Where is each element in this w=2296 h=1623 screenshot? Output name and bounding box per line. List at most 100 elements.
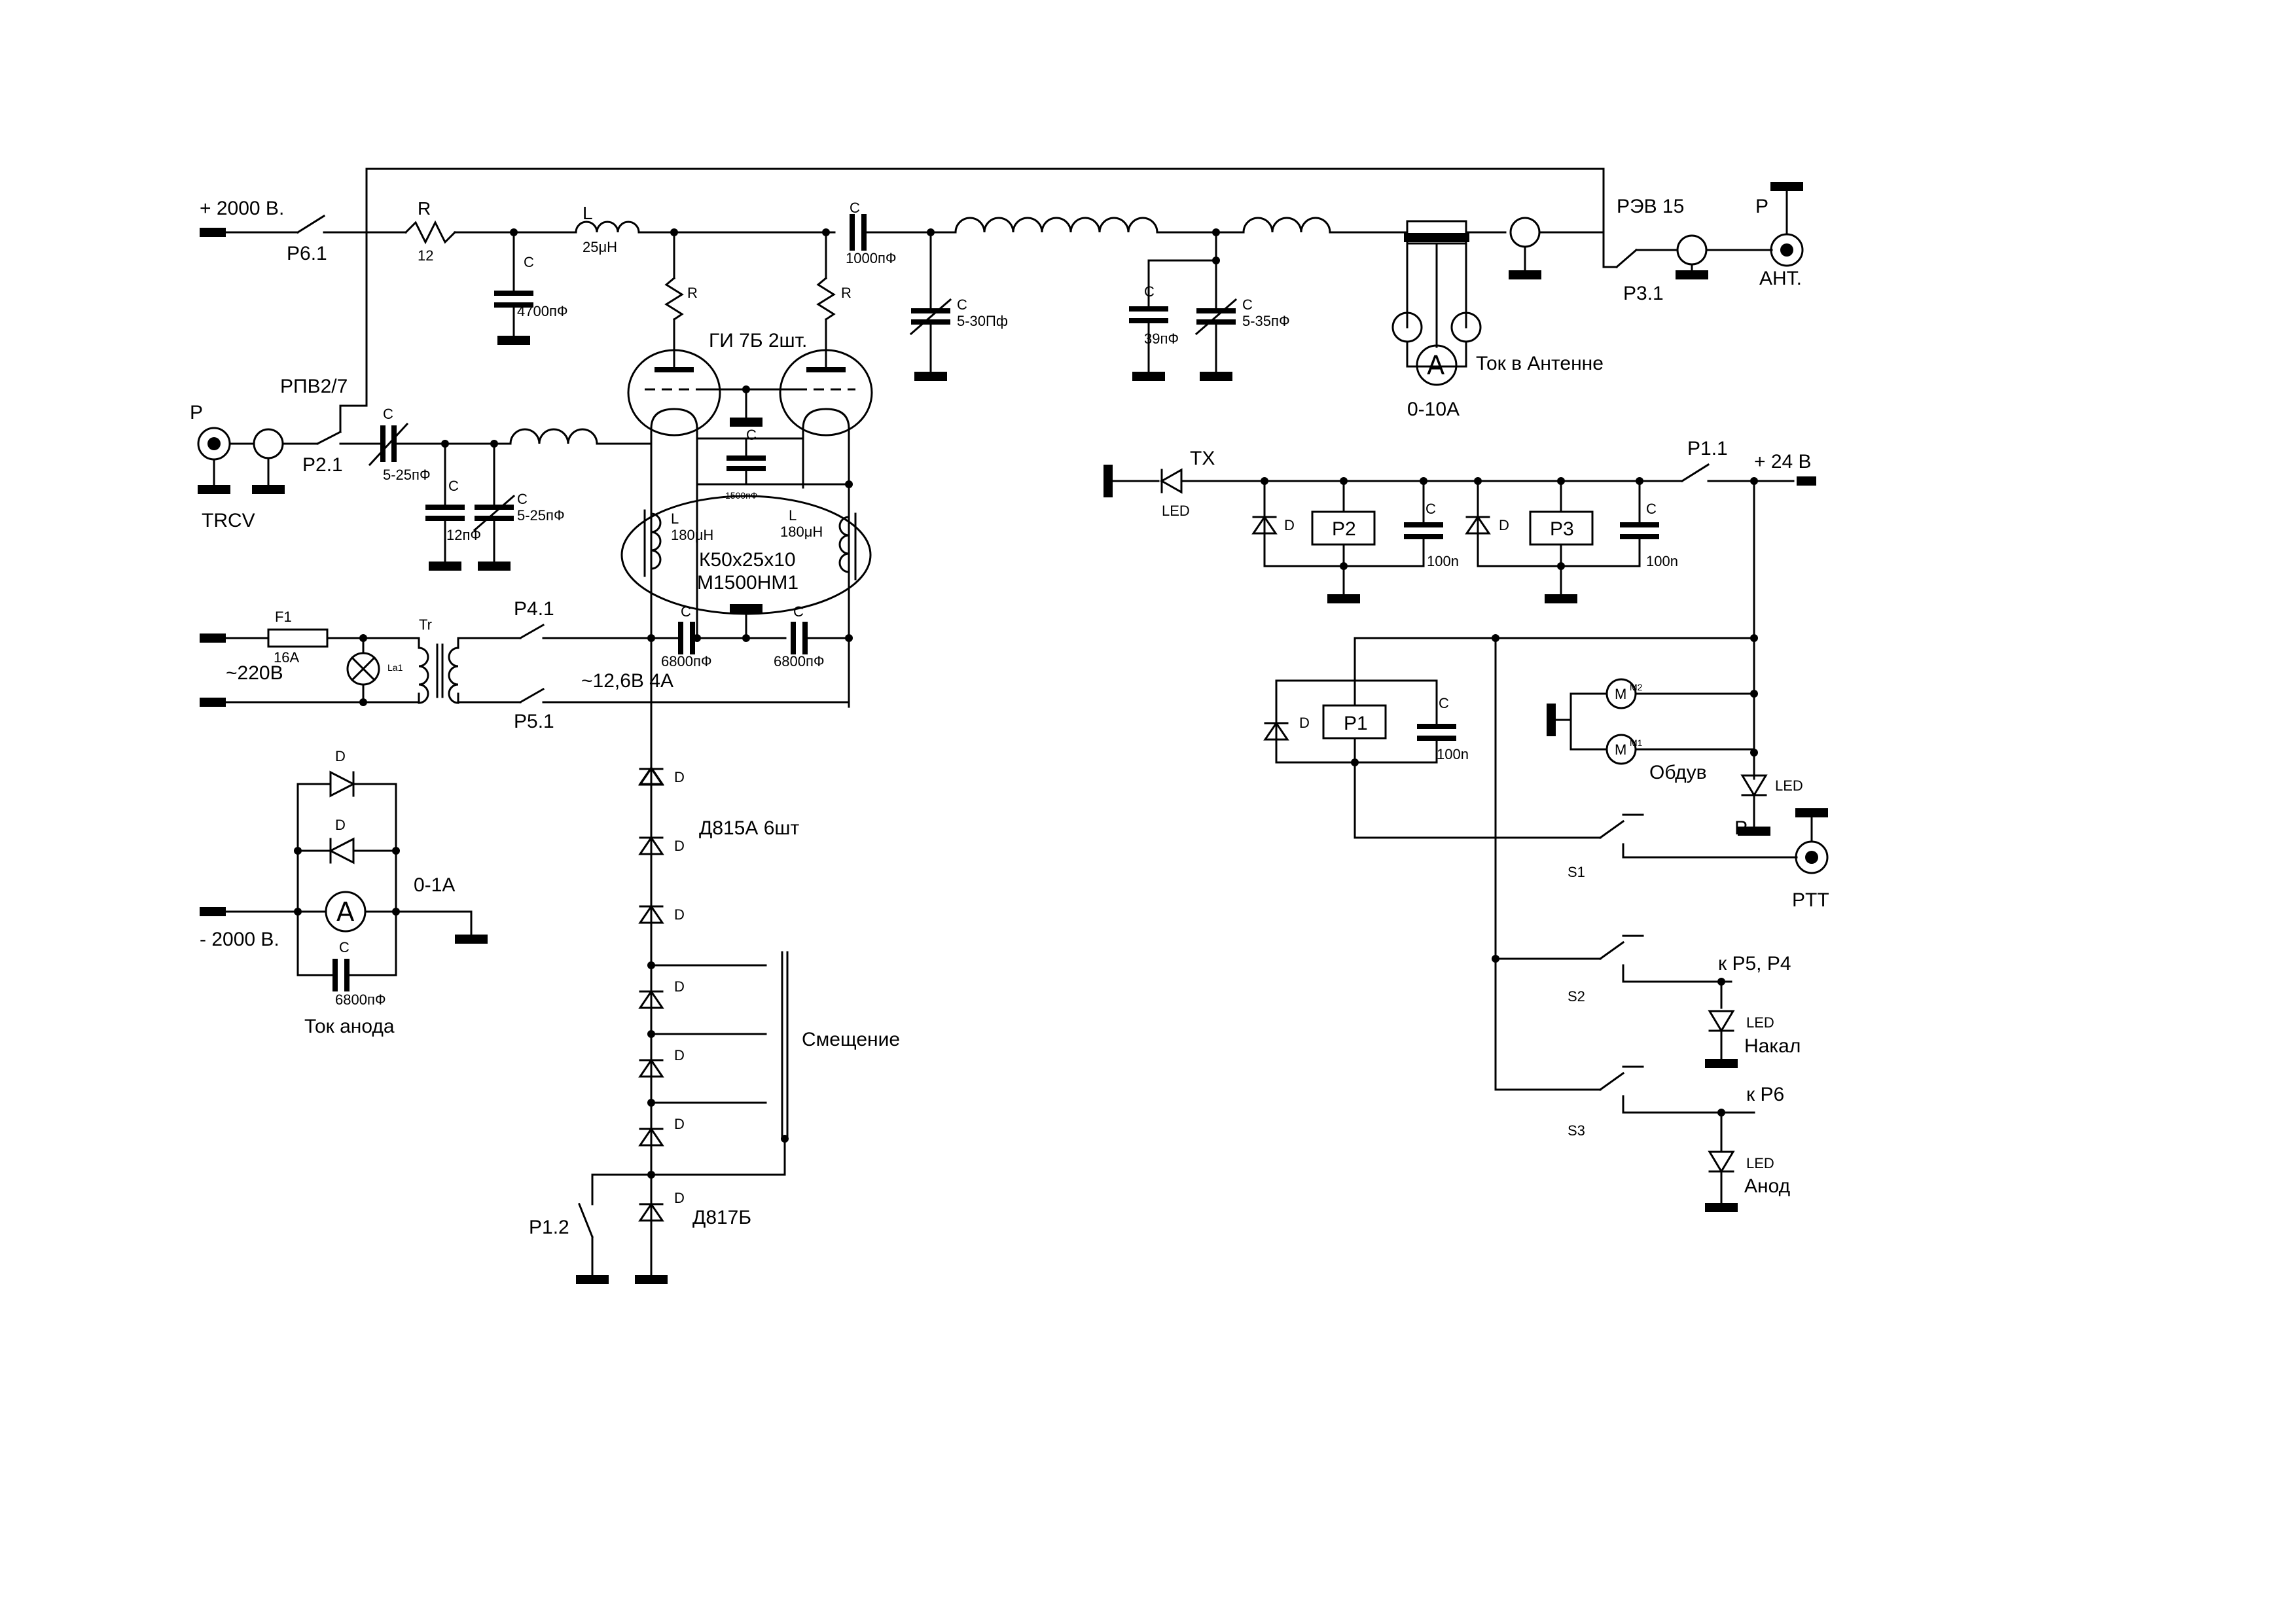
label-plus2000: + 2000 В. [200, 198, 284, 219]
label-p-ant: Р [1755, 196, 1768, 217]
label-bias: Смещение [802, 1029, 900, 1050]
label-c1000-t: С [850, 200, 860, 216]
label-zd1: D [674, 769, 685, 785]
label-minus2000: - 2000 В. [200, 929, 279, 950]
label-s1: S1 [1568, 864, 1585, 880]
label-c-p3: С [1646, 501, 1657, 517]
label-zd4: D [674, 978, 685, 995]
label-l2-v: 180μН [780, 524, 823, 540]
label-p-trcv: Р [190, 402, 203, 423]
label-led-heater: LED [1746, 1014, 1774, 1031]
ammeter-a-icon: A [1427, 351, 1445, 381]
label-led-anode: LED [1746, 1155, 1774, 1171]
label-c-p2: С [1426, 501, 1436, 517]
label-s2: S2 [1568, 988, 1585, 1005]
label-zd2: D [674, 838, 685, 854]
input-section [197, 422, 653, 571]
label-zd7: D [674, 1190, 685, 1206]
label-m1: M [1615, 741, 1626, 758]
label-la1: La1 [387, 662, 403, 673]
label-c12-t: С [448, 478, 459, 494]
top-rf-section: A [200, 168, 1804, 433]
label-tube: ГИ 7Б 2шт. [709, 330, 807, 351]
label-m2: M [1615, 686, 1626, 702]
label-p41: Р4.1 [514, 598, 554, 620]
label-c6800a-t: С [681, 603, 691, 620]
label-c100-p3: 100n [1646, 553, 1678, 569]
label-core2: М1500НМ1 [697, 572, 798, 594]
label-tx: TX [1190, 448, 1215, 469]
label-to-p5p4: к Р5, Р4 [1718, 953, 1791, 974]
label-c525b-t: С [517, 491, 528, 507]
label-r-a1: R [687, 285, 698, 301]
label-to-p6: к Р6 [1746, 1084, 1784, 1105]
label-c525b-v: 5-25пФ [517, 507, 565, 524]
label-p12: Р1.2 [529, 1217, 569, 1238]
label-d817: Д817Б [692, 1207, 751, 1228]
label-c100-p2: 100n [1427, 553, 1459, 569]
control-section [1103, 463, 1829, 1212]
label-fan: Обдув [1649, 762, 1707, 783]
label-p61: Р6.1 [287, 243, 327, 264]
labels: + 2000 В. Р6.1 R 12 L 25μН С 4700пФ R R … [190, 196, 1829, 1238]
label-heater: Накал [1744, 1035, 1801, 1057]
label-trcv: TRCV [202, 510, 255, 531]
label-ant: АНТ. [1759, 268, 1802, 289]
label-tr: Tr [419, 616, 432, 633]
label-c1000-v: 1000пФ [846, 250, 897, 266]
label-range10: 0-10А [1407, 399, 1460, 420]
label-p2: Р2 [1332, 518, 1356, 540]
label-d-p2: D [1284, 517, 1295, 533]
label-v220: ~220В [226, 662, 283, 684]
label-rpv: РПВ2/7 [280, 376, 348, 397]
label-d-p1: D [1299, 715, 1310, 731]
label-d-meter2: D [335, 817, 346, 833]
label-p3: Р3 [1550, 518, 1574, 540]
label-c6800a-v: 6800пФ [661, 653, 712, 669]
label-zd5: D [674, 1047, 685, 1063]
label-l25: 25μН [583, 239, 617, 255]
label-s3: S3 [1568, 1122, 1585, 1139]
label-range1: 0-1А [414, 874, 455, 896]
label-d815: Д815А 6шт [699, 817, 799, 839]
label-l-top: L [583, 203, 593, 223]
anode-meter: A [200, 770, 488, 991]
label-c535-v: 5-35пФ [1242, 313, 1290, 329]
label-d-p3: D [1499, 517, 1509, 533]
label-anode-current: Ток анода [304, 1016, 395, 1037]
label-p-ptt: Р [1734, 817, 1748, 839]
label-zd3: D [674, 906, 685, 923]
label-c530-v: 5-30Пф [957, 313, 1008, 329]
label-l1-t: L [671, 510, 679, 527]
label-p31: Р3.1 [1623, 283, 1664, 304]
label-c1500-v: 1500пФ [725, 490, 757, 501]
label-zd6: D [674, 1116, 685, 1132]
label-core1: К50х25х10 [699, 549, 796, 571]
label-f16: 16А [274, 649, 299, 666]
label-anode: Анод [1744, 1175, 1790, 1197]
label-c6800b-v: 6800пФ [774, 653, 825, 669]
label-plus24: + 24 В [1754, 451, 1812, 473]
label-p51: Р5.1 [514, 711, 554, 732]
label-c530-t: С [957, 296, 967, 313]
label-c525a-t: С [383, 406, 393, 422]
label-p21: Р2.1 [302, 454, 343, 476]
label-r-top: R [418, 198, 431, 219]
label-m2-sub: M2 [1630, 682, 1643, 692]
label-c39-t: С [1144, 283, 1155, 300]
label-c525a-v: 5-25пФ [383, 467, 431, 483]
label-c535-t: С [1242, 296, 1253, 313]
tubes [627, 349, 873, 489]
label-c39-v: 39пФ [1144, 330, 1179, 347]
label-c6800c-t: С [339, 939, 350, 955]
label-l1-v: 180μН [671, 527, 713, 543]
label-v126: ~12,6В 4А [581, 670, 673, 692]
label-p1: Р1 [1344, 713, 1368, 734]
label-c4700-v: 4700пФ [517, 303, 568, 319]
label-ptt: PTT [1792, 889, 1829, 911]
label-m1-sub: M1 [1630, 738, 1643, 748]
label-f1: F1 [275, 609, 292, 625]
zener-string [576, 766, 789, 1284]
label-c100-p1: 100n [1437, 746, 1469, 762]
